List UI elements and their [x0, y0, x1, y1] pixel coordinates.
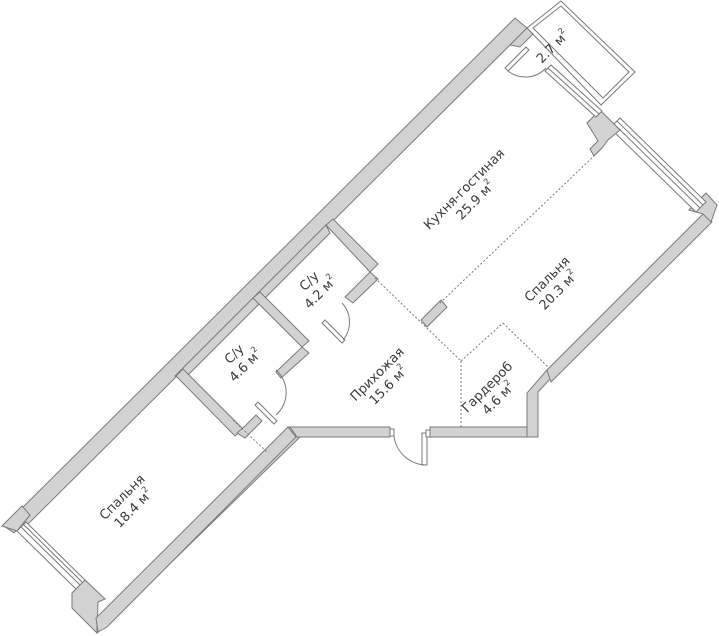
window-bedroom-west	[16, 521, 86, 590]
entrance-door-leaf[interactable]	[421, 432, 428, 466]
wall-bathroom-46-front	[236, 414, 263, 439]
balcony-door-leaf-shape[interactable]	[504, 46, 530, 72]
entrance-door-swing	[393, 435, 428, 466]
entrance-door-jamb-left	[389, 428, 395, 437]
bathroom-42-door-leaf[interactable]	[321, 319, 346, 344]
balcony-inner	[532, 5, 630, 99]
divider-kitchen-bedroom	[439, 155, 595, 304]
divider-bedroom-wardrobe-2	[502, 322, 549, 368]
wall-bathroom-42-right	[325, 218, 379, 273]
exterior-wall-southeast	[546, 211, 713, 383]
balcony-door-swing	[507, 67, 547, 78]
wall-wardrobe-corner	[526, 369, 552, 438]
column-center	[420, 299, 448, 328]
wall-bedroom-south	[95, 426, 297, 633]
wall-entrance-left-bar	[289, 426, 391, 438]
window-east	[609, 117, 707, 213]
divider-kitchen-hall	[374, 277, 462, 362]
corner-pier-west-2	[1, 505, 31, 532]
divider-bedroom-wardrobe-1	[460, 322, 504, 362]
wall-bathroom-46-door-side	[275, 346, 310, 379]
corner-pier-east	[688, 192, 718, 223]
wall-bathroom-42-front	[344, 271, 379, 304]
pier-kitchen-east	[586, 109, 621, 157]
wall-entrance-right	[429, 426, 531, 438]
bathroom-46-door-leaf[interactable]	[254, 401, 278, 425]
bathroom-46-door-swing	[275, 369, 287, 416]
entrance-door-jamb-right	[425, 429, 431, 438]
wall-bathroom-divider	[252, 291, 310, 348]
bathroom-42-door-swing	[341, 302, 350, 341]
corner-pier-north	[508, 27, 534, 48]
